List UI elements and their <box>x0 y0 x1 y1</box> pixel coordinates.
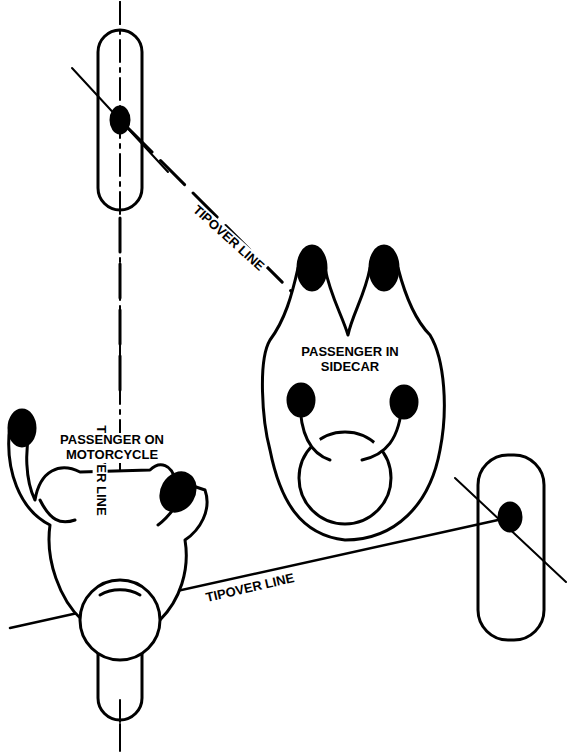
front-hub <box>111 107 129 133</box>
sidecar-axle <box>455 478 566 582</box>
sidecar-wheel <box>478 455 544 640</box>
tipover-label: TIPOVER LINE <box>187 200 269 276</box>
tipover-line <box>128 128 300 300</box>
passenger-label: PASSENGER IN SIDECAR <box>292 345 408 375</box>
passenger-label: PASSENGER ON MOTORCYCLE <box>39 433 185 463</box>
front-axle <box>72 68 168 172</box>
tipover-line <box>119 218 122 400</box>
motorcycle-passenger <box>9 425 207 660</box>
sidecar-hub <box>499 503 521 531</box>
sidecar-passenger <box>262 268 444 540</box>
